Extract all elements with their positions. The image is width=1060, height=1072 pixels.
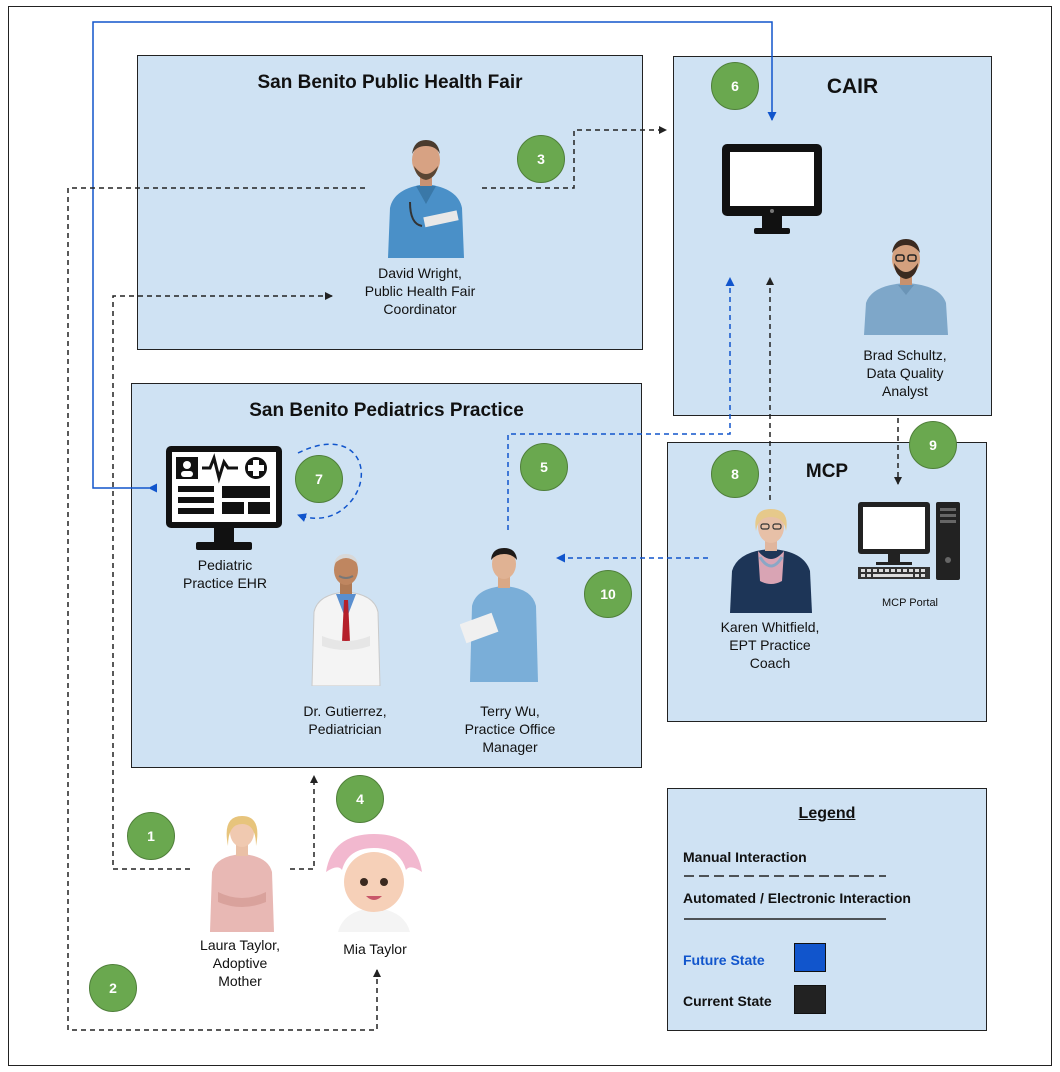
- terry-caption: Terry Wu, Practice Office Manager: [430, 702, 590, 756]
- gutierrez-caption: Dr. Gutierrez, Pediatrician: [265, 702, 425, 738]
- gutierrez-name: Dr. Gutierrez,: [303, 703, 387, 719]
- terry-name: Terry Wu,: [480, 703, 540, 719]
- step-badge-4: 4: [336, 775, 384, 823]
- legend-manual-label: Manual Interaction: [683, 849, 807, 865]
- step-badge-7: 7: [295, 455, 343, 503]
- laura-role-1: Adoptive: [212, 955, 268, 971]
- laura-name: Laura Taylor,: [200, 937, 280, 953]
- legend-future-label: Future State: [683, 952, 765, 968]
- step-badge-3: 3: [517, 135, 565, 183]
- mia-name: Mia Taylor: [343, 941, 407, 957]
- step-badge-9: 9: [909, 421, 957, 469]
- brad-caption: Brad Schultz, Data Quality Analyst: [820, 346, 990, 400]
- cair-monitor-icon: [722, 144, 822, 234]
- david-role-2: Coordinator: [383, 301, 457, 317]
- brad-name: Brad Schultz,: [863, 347, 947, 363]
- legend-current-label: Current State: [683, 993, 772, 1009]
- mia-caption: Mia Taylor: [310, 940, 440, 958]
- ehr-label-2: Practice EHR: [182, 575, 268, 591]
- legend-future-swatch: [794, 943, 826, 972]
- david-caption: David Wright, Public Health Fair Coordin…: [330, 264, 510, 318]
- laura-taylor-avatar: [210, 816, 274, 932]
- diagram-frame: [8, 6, 1052, 1066]
- step-badge-1: 1: [127, 812, 175, 860]
- legend-automated-label: Automated / Electronic Interaction: [683, 890, 911, 906]
- legend-current-swatch: [794, 985, 826, 1014]
- step-badge-8: 8: [711, 450, 759, 498]
- step-badge-10: 10: [584, 570, 632, 618]
- terry-role-2: Manager: [482, 739, 538, 755]
- ehr-caption: Pediatric Practice EHR: [150, 556, 300, 592]
- brad-schultz-avatar: [864, 239, 948, 335]
- terry-role-1: Practice Office: [464, 721, 556, 737]
- brad-role-2: Analyst: [882, 383, 928, 399]
- mcp-portal-caption: MCP Portal: [881, 597, 939, 609]
- ehr-label-1: Pediatric: [197, 557, 253, 573]
- brad-role-1: Data Quality: [866, 365, 944, 381]
- dr-gutierrez-avatar: [311, 554, 381, 686]
- karen-role-1: EPT Practice: [729, 637, 811, 653]
- cair-title: CAIR: [826, 75, 879, 98]
- step-badge-6: 6: [711, 62, 759, 110]
- mcp-portal-computer-icon: [858, 502, 960, 580]
- ehr-monitor-icon: [166, 446, 282, 550]
- karen-caption: Karen Whitfield, EPT Practice Coach: [690, 618, 850, 672]
- karen-name: Karen Whitfield,: [720, 619, 820, 635]
- karen-whitfield-avatar: [730, 509, 812, 613]
- karen-role-2: Coach: [749, 655, 791, 671]
- david-name: David Wright,: [378, 265, 462, 281]
- mia-taylor-avatar: [326, 834, 422, 932]
- step-badge-2: 2: [89, 964, 137, 1012]
- david-wright-avatar: [388, 140, 464, 258]
- laura-caption: Laura Taylor, Adoptive Mother: [160, 936, 320, 990]
- david-role-1: Public Health Fair: [364, 283, 476, 299]
- laura-role-2: Mother: [218, 973, 262, 989]
- legend-box: Legend Manual Interaction Automated / El…: [667, 788, 987, 1031]
- step-badge-5: 5: [520, 443, 568, 491]
- legend-title: Legend: [798, 805, 856, 822]
- mcp-title: MCP: [805, 461, 849, 482]
- health-fair-title: San Benito Public Health Fair: [257, 72, 523, 93]
- terry-wu-avatar: [460, 548, 538, 682]
- pediatrics-title: San Benito Pediatrics Practice: [249, 400, 524, 421]
- gutierrez-role-1: Pediatrician: [308, 721, 382, 737]
